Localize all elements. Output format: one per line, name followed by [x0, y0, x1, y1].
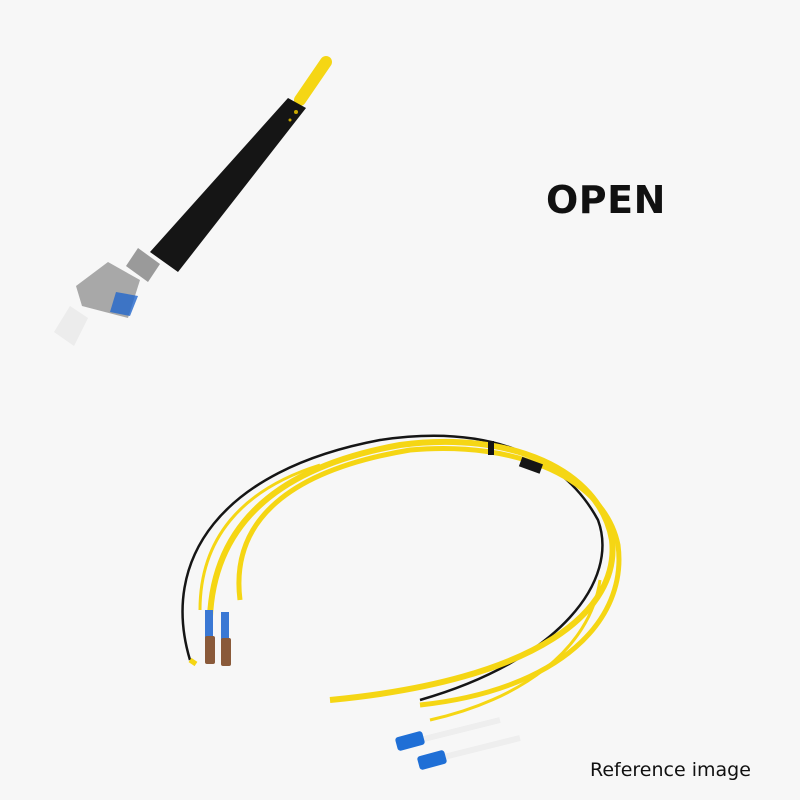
cable-assembly-image [181, 434, 622, 722]
lc-connectors [395, 717, 521, 770]
st-connector-image [54, 56, 332, 346]
reference-image-caption: Reference image [590, 759, 751, 781]
mu-connectors [205, 610, 231, 666]
open-label: OPEN [546, 178, 666, 222]
